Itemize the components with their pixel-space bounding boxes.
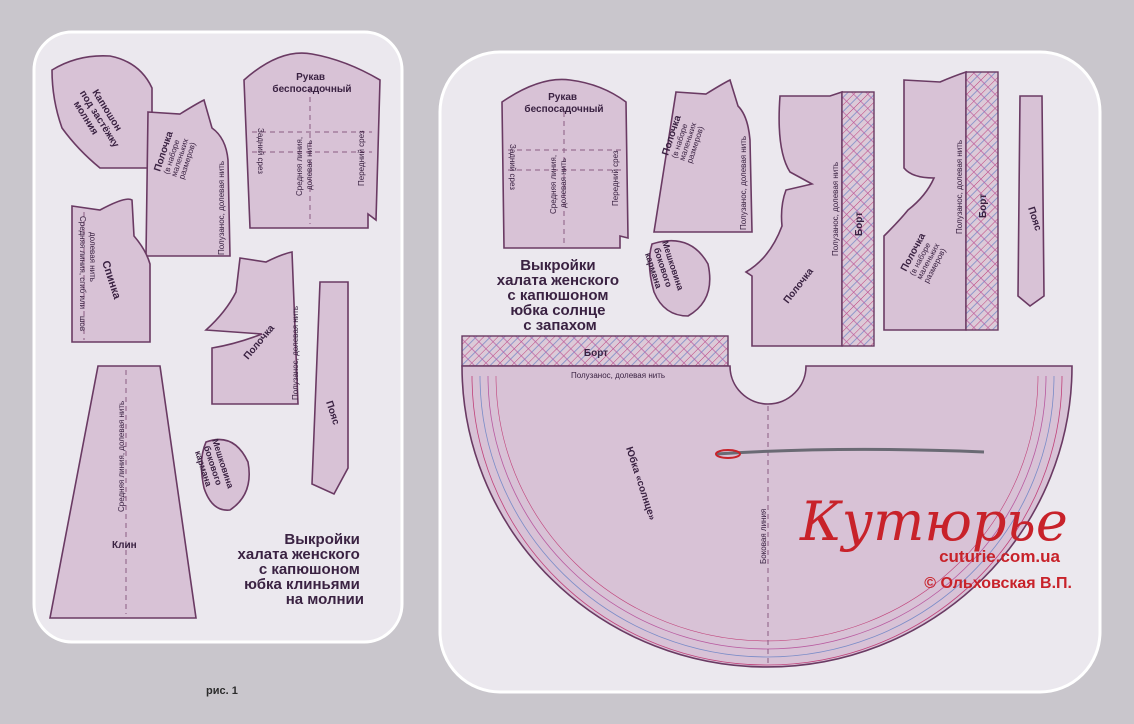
bort-label: Борт [854, 212, 865, 236]
gore-grain: Средняя линия, долевая нить [117, 401, 126, 512]
sleeve-right-mid-2: долевая нить [559, 158, 568, 208]
band-piece: Борт [461, 335, 729, 367]
front-small-right-grain: Полузанос, долевая нить [739, 136, 748, 230]
band-grain: Полузанос, долевая нить [571, 371, 665, 380]
logo-script: Кутюрье [799, 490, 1068, 553]
belt-right-piece: Пояс [1017, 95, 1045, 308]
bort-strip [841, 91, 875, 347]
svg-text:Рукав беспосадочный: Рукав беспосадочный [524, 92, 603, 115]
right-title-4: юбка солнце [510, 302, 605, 319]
back-grain-1: Средняя линия, сгиб или [78, 216, 87, 309]
back-piece: Спинка Средняя линия, сгиб или долевая н… [71, 198, 151, 343]
bort2-label: Борт [978, 194, 989, 218]
logo: Кутюрье cuturie.com.ua © Ольховская В.П. [715, 447, 1072, 592]
sleeve-right-mid-1: Средняя линия, [549, 155, 558, 214]
front-piece: Полочка Полузанос, долевая нить [204, 251, 300, 405]
sleeve-back-edge: Задний срез [256, 128, 265, 174]
sleeve-mid-2: долевая нить [305, 140, 314, 190]
left-title-2: халата женского [238, 546, 360, 563]
side-line-label: Боковая линия [759, 509, 768, 564]
sleeve-right-title-1: Рукав [548, 92, 577, 103]
figure-caption: рис. 1 [206, 685, 238, 697]
sleeve-title-2: беспосадочный [272, 83, 351, 95]
sleeve-right-back: Задний срез [508, 144, 517, 190]
left-title: Выкройки халата женского с капюшоном юбк… [238, 531, 364, 608]
back-seam: шов [78, 316, 87, 331]
right-title: Выкройки халата женского с капюшоном юбк… [497, 257, 623, 334]
front-small-piece: Полочка (в наборе маленьких размеров) По… [145, 98, 231, 257]
sleeve-right-title-2: беспосадочный [524, 103, 603, 115]
hood-piece: Капюшон под застёжку молния [51, 54, 153, 169]
front-right-grain: Полузанос, долевая нить [831, 162, 840, 256]
belt-piece: Пояс [311, 281, 349, 496]
svg-text:Выкройки халата женского: Выкройки халата женского с капюшоном юбк… [497, 257, 623, 334]
front2-right-piece: Полочка (в наборе маленьких размеров) По… [883, 70, 999, 331]
gore-label: Клин [112, 540, 137, 551]
right-title-1: Выкройки [520, 257, 595, 274]
svg-text:Рукав беспосадочный: Рукав беспосадочный [272, 72, 351, 95]
right-title-3: с капюшоном [507, 287, 608, 304]
sleeve-right-piece: Рукав беспосадочный Задний срез Средняя … [501, 78, 629, 249]
front-right-piece: Полочка Полузанос, долевая нить Борт [744, 90, 875, 347]
sleeve-right-front: Передний срез [611, 150, 620, 206]
sleeve-title-1: Рукав [296, 72, 325, 83]
left-title-3: с капюшоном [259, 561, 360, 578]
left-title-1: Выкройки [284, 531, 359, 548]
svg-text:Выкройки халата женского: Выкройки халата женского с капюшоном юбк… [238, 531, 364, 608]
left-title-4: юбка клиньями [244, 576, 360, 593]
sleeve-mid-1: Средняя линия, [295, 137, 304, 196]
back-grain-2: долевая нить [88, 232, 97, 282]
skirt-piece: Полузанос, долевая нить Юбка «солнце» Бо… [461, 365, 1073, 668]
sleeve-piece: Рукав беспосадочный Задний срез Средняя … [243, 52, 381, 229]
logo-site: cuturie.com.ua [939, 547, 1060, 566]
front-grain: Полузанос, долевая нить [291, 306, 300, 400]
gore-piece: Средняя линия, долевая нить Клин [49, 365, 197, 619]
right-title-2: халата женского [497, 272, 619, 289]
left-title-5: на молнии [286, 591, 364, 608]
front-small-grain: Полузанос, долевая нить [217, 161, 226, 255]
band-label: Борт [584, 348, 608, 359]
sleeve-front-edge: Передний срез [357, 130, 366, 186]
svg-text:Полочка (в наборе: Полочка (в наборе маленьких размеров) [152, 127, 199, 180]
needle-icon [715, 447, 985, 456]
front2-grain: Полузанос, долевая нить [955, 140, 964, 234]
right-title-5: с запахом [523, 317, 597, 334]
bort2-strip [965, 71, 999, 331]
logo-copyright: © Ольховская В.П. [924, 575, 1072, 592]
